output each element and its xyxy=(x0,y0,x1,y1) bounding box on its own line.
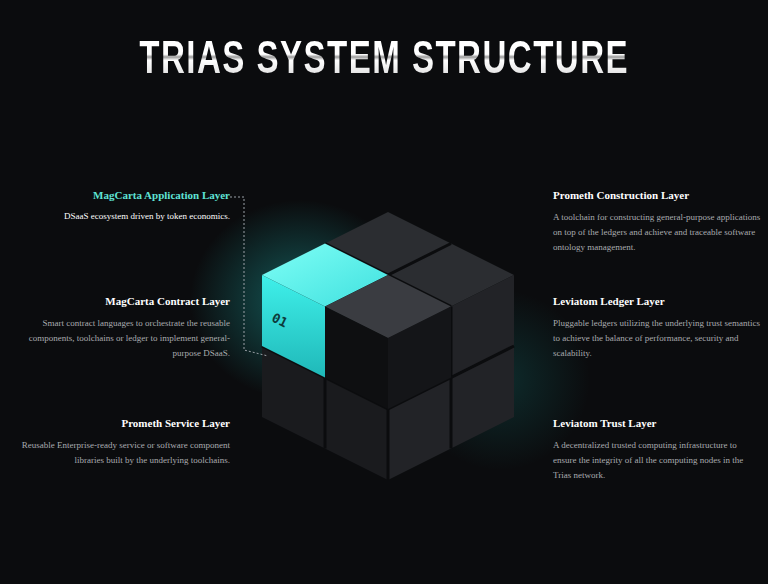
layer-heading: MagCarta Contract Layer xyxy=(8,294,230,308)
layer-heading: Prometh Service Layer xyxy=(8,416,230,430)
layer-heading: Leviatom Ledger Layer xyxy=(553,294,761,308)
layer-description: Pluggable ledgers utilizing the underlyi… xyxy=(553,316,761,361)
layer-description: Reusable Enterprise-ready service or sof… xyxy=(8,438,230,468)
layer-heading: Prometh Construction Layer xyxy=(553,188,761,202)
title-wrap: TRIAS SYSTEM STRUCTURE xyxy=(0,30,768,84)
layer-description: Smart contract languages to orchestrate … xyxy=(8,316,230,361)
layer-description: A decentralized trusted computing infras… xyxy=(553,438,761,483)
layer-description: A toolchain for constructing general-pur… xyxy=(553,210,761,255)
layer-heading: MagCarta Application Layer xyxy=(8,188,230,202)
layer-description: DSaaS ecosystem driven by token economic… xyxy=(8,209,230,224)
title: TRIAS SYSTEM STRUCTURE xyxy=(139,30,629,84)
layer-heading: Leviatom Trust Layer xyxy=(553,416,761,430)
